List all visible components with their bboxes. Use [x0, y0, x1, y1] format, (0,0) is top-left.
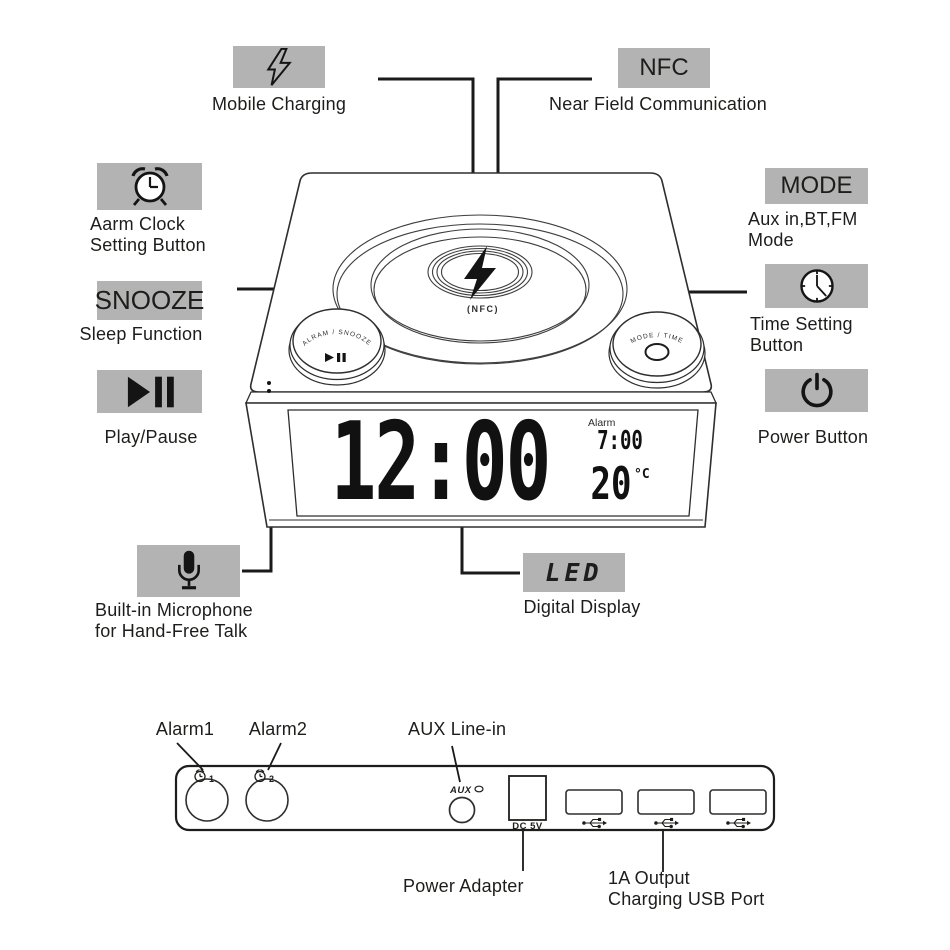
time-setting-box [765, 264, 868, 308]
alarm-setting-box [97, 163, 202, 210]
mic-hole-1 [267, 381, 271, 385]
mic-hole-2 [267, 389, 271, 393]
leader-alarm1 [176, 742, 204, 771]
snooze-box-text: SNOOZE [94, 285, 205, 315]
aux-line-in-label: AUX Line-in [408, 719, 507, 739]
knob-center-button [644, 343, 670, 361]
dc-port-label: DC 5V [512, 821, 543, 832]
nfc-box-text: NFC [639, 54, 689, 81]
alarm-setting-label: Aarm Clock Setting Button [90, 214, 206, 256]
usb-output-label-line2: Charging USB Port [608, 889, 765, 909]
led-box-text: LED [545, 558, 603, 587]
power-adapter-label: Power Adapter [403, 876, 524, 896]
display-alarm-label: Alarm [588, 417, 616, 429]
aux-port-text: AUX [449, 785, 472, 796]
microphone-label: Built-in Microphone for Hand-Free Talk [95, 600, 253, 642]
alarm-clock-icon [130, 166, 169, 206]
microphone-label-line1: Built-in Microphone [95, 600, 253, 620]
alarm-setting-label-line2: Setting Button [90, 235, 206, 255]
dc-port [508, 775, 547, 821]
mode-box: MODE [765, 168, 868, 204]
time-setting-label-line1: Time Setting [750, 314, 853, 334]
microphone-icon [177, 550, 200, 590]
led-label: Digital Display [523, 597, 641, 617]
usb-port-2 [637, 789, 695, 815]
rear-panel: 1 2 AUX DC 5V [174, 764, 776, 832]
alarm1-number: 1 [209, 774, 214, 784]
aux-jack [448, 796, 476, 824]
play-pause-label: Play/Pause [104, 427, 198, 447]
nfc-label: Near Field Communication [549, 94, 767, 114]
alarm2-number: 2 [269, 774, 274, 784]
aux-mini-jack-icon [474, 785, 484, 793]
knob-play-pause-icon [325, 353, 334, 362]
power-label: Power Button [757, 427, 869, 447]
mode-label: Aux in,BT,FM Mode [748, 209, 857, 251]
display-temp-unit: °C [634, 467, 650, 482]
display-temperature: 20 [591, 459, 632, 511]
power-box [765, 369, 868, 412]
usb-port-3 [709, 789, 767, 815]
mode-label-line1: Aux in,BT,FM [748, 209, 858, 229]
play-pause-icon [127, 376, 174, 407]
leader-aux [451, 745, 461, 783]
snooze-box: SNOOZE [94, 281, 205, 320]
knob-pause-bar-1 [337, 353, 341, 362]
time-setting-label-line2: Button [750, 335, 804, 355]
alarm2-knob [245, 778, 289, 822]
usb-port-1 [565, 789, 623, 815]
alarm-snooze-knob: ALRAM / SNOOZE [288, 308, 386, 386]
display-time: 12:00 [331, 400, 550, 526]
leader-alarm2 [267, 742, 282, 771]
power-icon [800, 372, 833, 407]
display-alarm-time: 7:00 [597, 426, 643, 456]
knob-pause-bar-2 [342, 353, 346, 362]
mode-box-text: MODE [780, 172, 853, 199]
mode-time-knob: MODE / TIME [608, 311, 706, 389]
microphone-label-line2: for Hand-Free Talk [95, 621, 248, 641]
nfc-mark: (NFC) [467, 304, 499, 314]
lightning-bolt-pad-icon [464, 246, 496, 300]
alarm2-label: Alarm2 [248, 719, 308, 739]
alarm1-knob [185, 778, 229, 822]
rear-leader-lines [176, 742, 664, 872]
snooze-label: Sleep Function [79, 324, 203, 344]
lcd-display: 12:00 Alarm 7:00 20 °C [331, 400, 650, 526]
led-box: LED [523, 553, 625, 592]
time-setting-label: Time Setting Button [750, 314, 853, 356]
mode-label-line2: Mode [748, 230, 794, 250]
rear-panel-outline [174, 764, 776, 832]
leader-led [460, 512, 520, 575]
nfc-box: NFC [618, 48, 710, 88]
microphone-box [137, 545, 240, 597]
clock-device: (NFC) ALRAM / SNOOZE MODE / TIME [244, 172, 718, 528]
display-frame [287, 409, 699, 517]
clock-icon [799, 269, 834, 303]
play-pause-box [97, 370, 202, 413]
usb-output-label-line1: 1A Output [608, 868, 690, 888]
usb-output-label: 1A Output Charging USB Port [608, 868, 764, 910]
mobile-charging-label: Mobile Charging [211, 94, 347, 114]
lightning-bolt-icon [266, 48, 292, 86]
alarm1-label: Alarm1 [155, 719, 215, 739]
charging-pad [332, 214, 628, 365]
alarm-setting-label-line1: Aarm Clock [90, 214, 186, 234]
mobile-charging-box [233, 46, 325, 88]
